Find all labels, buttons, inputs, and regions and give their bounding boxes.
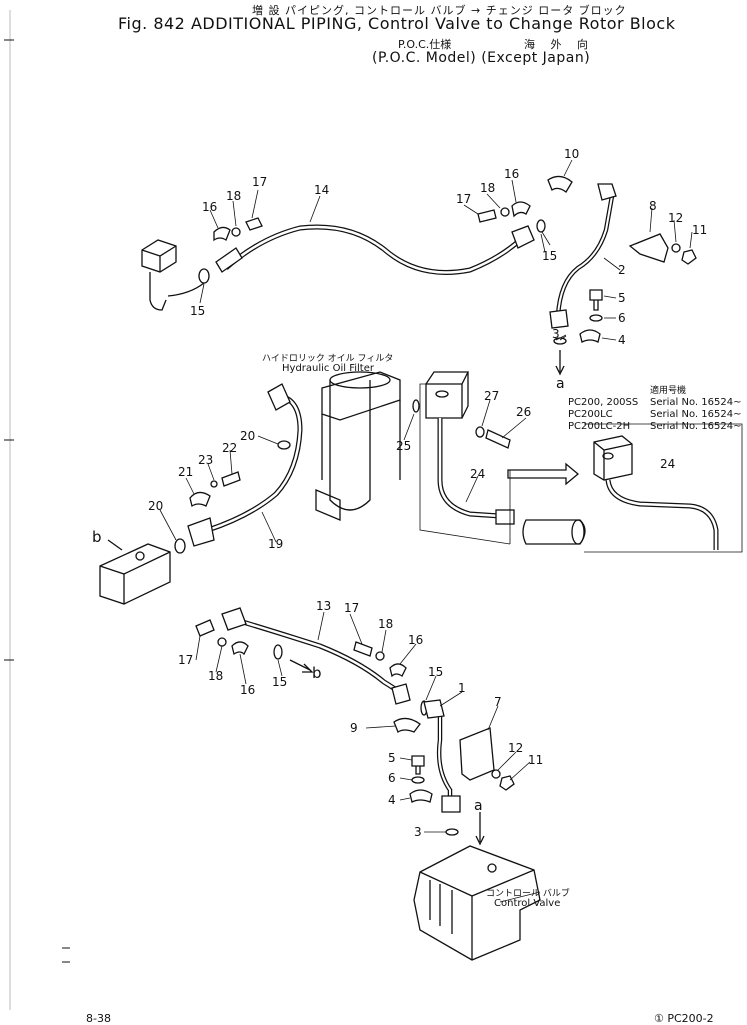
callout-12: 12 <box>668 211 683 225</box>
callout-16: 16 <box>202 200 217 214</box>
callout-17: 17 <box>178 653 193 667</box>
callout-numbers: 10 2 8 12 11 15 5 6 4 3 a 14 15 16 18 17… <box>92 147 707 839</box>
control-valve-label-jp: コントロール バルブ <box>486 889 570 899</box>
upper-assembly <box>141 175 697 376</box>
serial-row-3: Serial No. 16524~ <box>650 421 742 432</box>
lower-assembly <box>195 607 541 961</box>
callout-18: 18 <box>480 181 495 195</box>
pipe-24-assembly <box>419 371 743 553</box>
callout-13: 13 <box>316 599 331 613</box>
serial-row-1: Serial No. 16524~ <box>650 397 742 408</box>
japanese-title: 増 設 パイピング, コントロール バルブ → チェンジ ロータ ブロック <box>252 4 627 17</box>
pipe-13 <box>235 617 404 697</box>
applicability-header: 適用号機 <box>650 386 687 396</box>
callout-20: 20 <box>148 499 163 513</box>
callout-6: 6 <box>388 771 396 785</box>
callout-12: 12 <box>508 741 523 755</box>
callout-25: 25 <box>396 439 411 453</box>
leader-lines <box>159 159 693 833</box>
callout-23: 23 <box>198 453 213 467</box>
callout-5: 5 <box>618 291 626 305</box>
callout-5: 5 <box>388 751 396 765</box>
hose-14 <box>224 224 522 275</box>
callout-4: 4 <box>388 793 396 807</box>
callout-21: 21 <box>178 465 193 479</box>
callout-16: 16 <box>504 167 519 181</box>
model-row-1: PC200, 200SS <box>568 397 639 408</box>
callout-2: 2 <box>618 263 626 277</box>
callout-b: b <box>92 528 102 546</box>
detail-box <box>584 423 743 553</box>
callout-4: 4 <box>618 333 626 347</box>
callout-3: 3 <box>414 825 422 839</box>
callout-15: 15 <box>190 304 205 318</box>
bracket-8 <box>628 233 669 263</box>
callout-9: 9 <box>350 721 358 735</box>
callout-a: a <box>474 798 483 814</box>
callout-11: 11 <box>692 223 707 237</box>
callout-15: 15 <box>272 675 287 689</box>
serial-row-2: Serial No. 16524~ <box>650 409 742 420</box>
control-valve <box>413 845 541 961</box>
callout-24: 24 <box>470 467 485 481</box>
detail-arrow <box>507 462 580 486</box>
callout-24: 24 <box>660 457 675 471</box>
control-valve-label: Control Valve <box>494 898 561 909</box>
callout-18: 18 <box>226 189 241 203</box>
page-number: 8-38 <box>86 1012 111 1025</box>
callout-15: 15 <box>428 665 443 679</box>
model-row-3: PC200LC-2H <box>568 421 631 432</box>
poc-spec-jp: P.O.C.仕様 <box>398 38 452 51</box>
change-rotor-block-port <box>141 239 177 273</box>
hydraulic-oil-filter <box>329 380 371 511</box>
callout-1: 1 <box>458 681 466 695</box>
model-code: ① PC200-2 <box>654 1012 714 1025</box>
overseas-jp: 海 外 向 <box>524 38 594 51</box>
figure-title: Fig. 842 ADDITIONAL PIPING, Control Valv… <box>118 14 676 33</box>
callout-7: 7 <box>494 695 502 709</box>
bracket-7 <box>459 727 495 781</box>
callout-17: 17 <box>456 192 471 206</box>
callout-8: 8 <box>649 199 657 213</box>
callout-26: 26 <box>516 405 531 419</box>
callout-b: b <box>312 664 322 682</box>
model-row-2: PC200LC <box>568 409 613 420</box>
callout-18: 18 <box>208 669 223 683</box>
callout-3: 3 <box>552 327 560 341</box>
callout-19: 19 <box>268 537 283 551</box>
pipe-2 <box>555 188 615 317</box>
callout-16: 16 <box>408 633 423 647</box>
callout-a: a <box>556 376 565 392</box>
callout-6: 6 <box>618 311 626 325</box>
margin-marks <box>4 10 70 1010</box>
callout-22: 22 <box>222 441 237 455</box>
block-b <box>99 543 171 605</box>
figure-subtitle: (P.O.C. Model) (Except Japan) <box>372 50 591 66</box>
callout-15: 15 <box>542 249 557 263</box>
callout-17: 17 <box>252 175 267 189</box>
callout-27: 27 <box>484 389 499 403</box>
hydraulic-filter-label: Hydraulic Oil Filter <box>282 363 374 374</box>
callout-18: 18 <box>378 617 393 631</box>
hydraulic-filter-label-jp: ハイドロリック オイル フィルタ <box>262 354 394 364</box>
callout-17: 17 <box>344 601 359 615</box>
callout-14: 14 <box>314 183 329 197</box>
callout-11: 11 <box>528 753 543 767</box>
callout-16: 16 <box>240 683 255 697</box>
callout-20: 20 <box>240 429 255 443</box>
callout-10: 10 <box>564 147 579 161</box>
middle-assembly <box>99 371 420 605</box>
